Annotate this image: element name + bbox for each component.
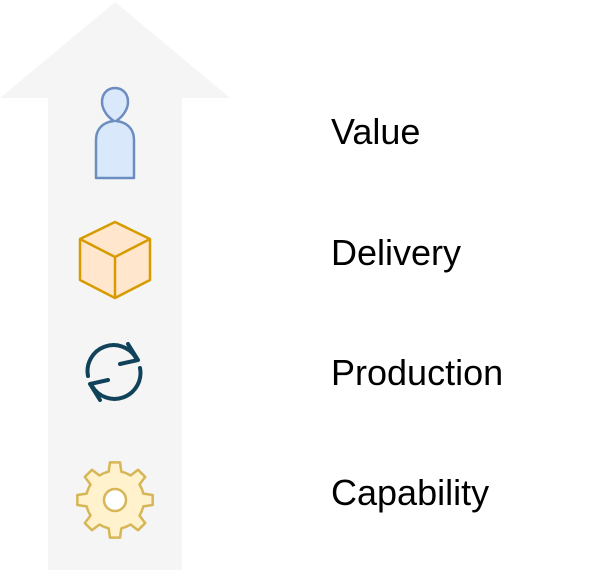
user-icon — [94, 86, 136, 180]
layer-label-capability: Capability — [331, 472, 490, 513]
gear-icon — [76, 461, 154, 539]
refresh-icon — [85, 342, 143, 402]
layer-label-production: Production — [331, 352, 504, 393]
layer-label-delivery: Delivery — [331, 232, 462, 273]
layer-label-value: Value — [331, 111, 421, 152]
cube-icon — [78, 220, 152, 300]
